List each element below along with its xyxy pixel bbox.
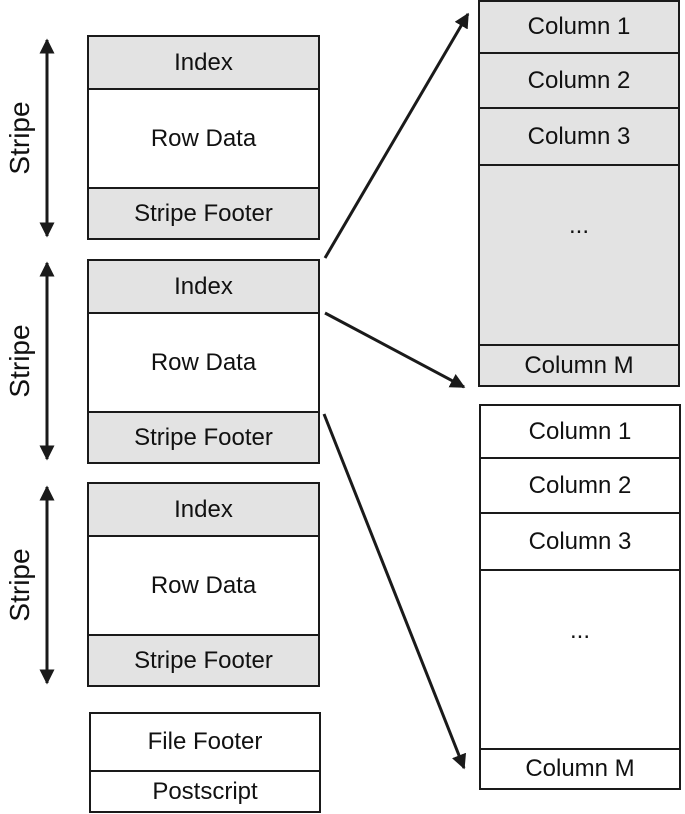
column-ellipsis: ... bbox=[568, 212, 589, 239]
file-footer-section: File Footer bbox=[91, 714, 319, 772]
row-data-columns-detail: Column 1 Column 2 Column 3 ... Column M bbox=[479, 404, 681, 790]
column-entry: Column 1 bbox=[480, 2, 678, 54]
rowdata-to-columns-arrow bbox=[322, 413, 467, 770]
postscript-section: Postscript bbox=[152, 777, 258, 805]
column-entry: Column 1 bbox=[481, 406, 679, 459]
index-section: Index bbox=[89, 484, 318, 537]
index-section: Index bbox=[89, 37, 318, 90]
row-data-section: Row Data bbox=[150, 124, 257, 152]
column-entry: Column 3 bbox=[481, 514, 679, 571]
row-data-section: Row Data bbox=[150, 348, 257, 376]
column-ellipsis: ... bbox=[569, 617, 590, 644]
index-section: Index bbox=[89, 261, 318, 314]
stripe-footer-section: Stripe Footer bbox=[89, 634, 318, 685]
row-data-section: Row Data bbox=[150, 571, 257, 599]
column-entry-last: Column M bbox=[481, 748, 679, 788]
column-entry: Column 2 bbox=[480, 54, 678, 109]
file-tail-block: File Footer Postscript bbox=[89, 712, 321, 813]
index-to-columns-arrow bbox=[323, 12, 470, 259]
stripe-label: Stripe bbox=[4, 548, 35, 622]
index-to-column-m-arrow bbox=[324, 311, 466, 389]
stripe-label: Stripe bbox=[4, 101, 35, 175]
stripe-block: Index Row Data Stripe Footer bbox=[87, 259, 320, 464]
stripe-label: Stripe bbox=[4, 324, 35, 398]
stripe-block: Index Row Data Stripe Footer bbox=[87, 482, 320, 687]
column-entry: Column 2 bbox=[481, 459, 679, 514]
column-entry: Column 3 bbox=[480, 109, 678, 166]
index-columns-detail: Column 1 Column 2 Column 3 ... Column M bbox=[478, 0, 680, 387]
stripe-footer-section: Stripe Footer bbox=[89, 187, 318, 238]
column-entry-last: Column M bbox=[480, 344, 678, 385]
stripe-block: Index Row Data Stripe Footer bbox=[87, 35, 320, 240]
stripe-footer-section: Stripe Footer bbox=[89, 411, 318, 462]
